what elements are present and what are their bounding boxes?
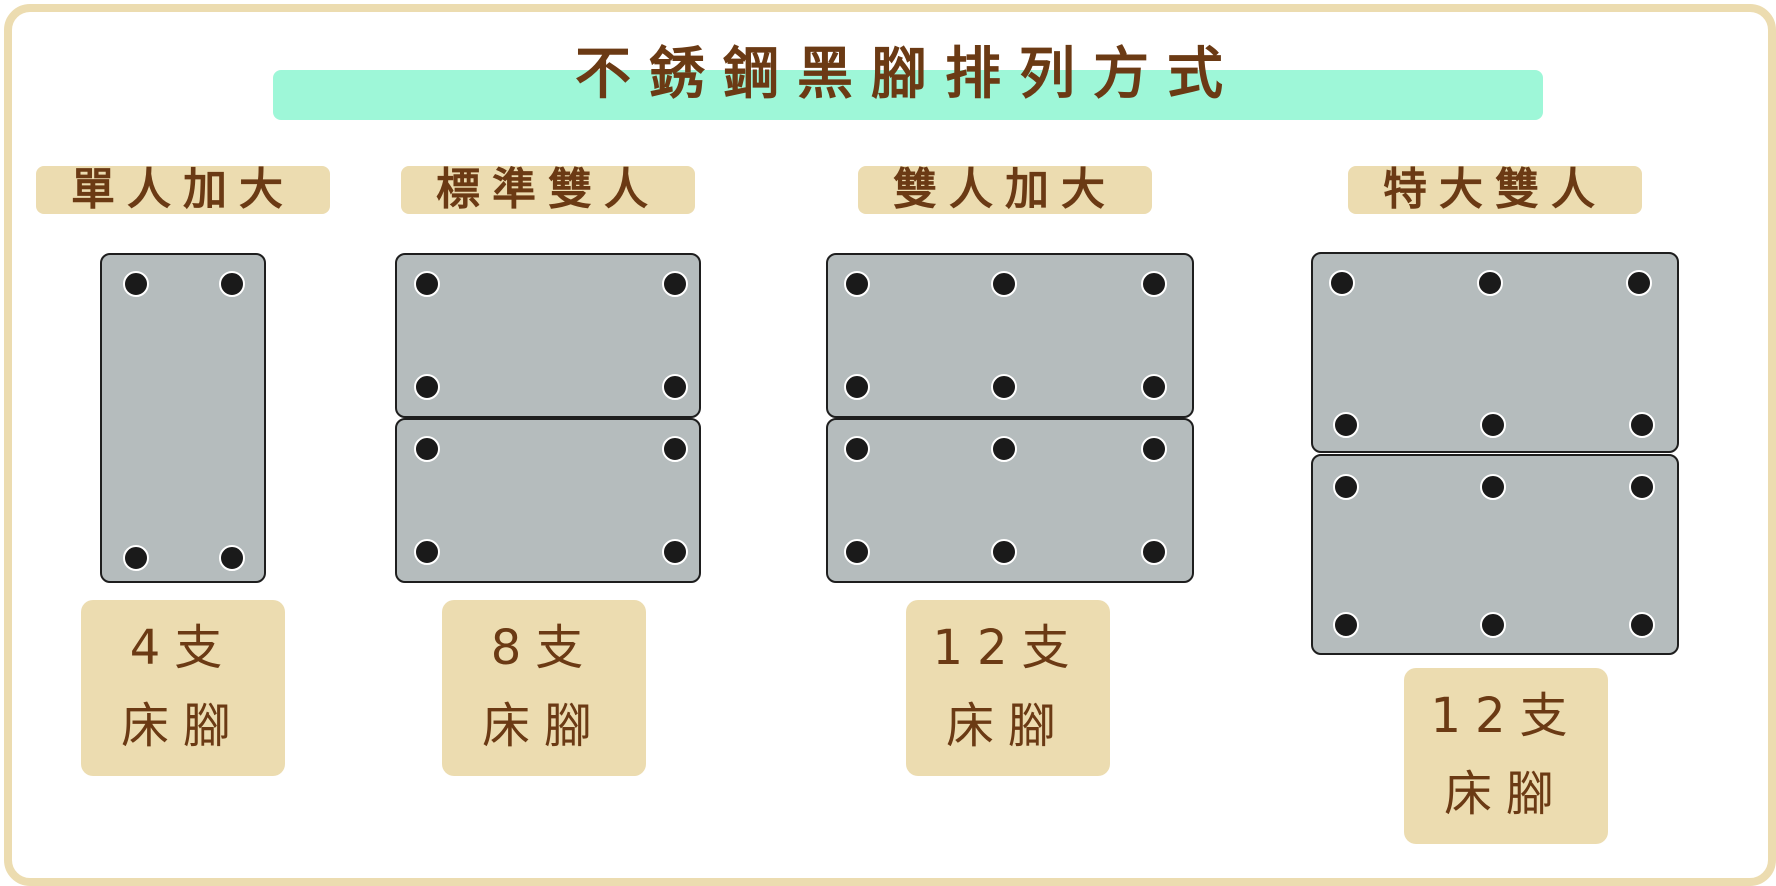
leg-dot xyxy=(414,271,440,297)
bed-base-panel-top xyxy=(395,253,701,418)
leg-dot xyxy=(123,545,149,571)
leg-dot xyxy=(219,545,245,571)
leg-count-king: 12支 床腳 xyxy=(1404,668,1608,844)
leg-dot xyxy=(662,374,688,400)
leg-dot xyxy=(1477,270,1503,296)
leg-dot xyxy=(1141,436,1167,462)
bed-base-panel xyxy=(100,253,266,583)
leg-count-unit: 床腳 xyxy=(945,698,1070,754)
leg-count-standard-double: 8支 床腳 xyxy=(442,600,646,776)
leg-dot xyxy=(1141,539,1167,565)
title-highlight xyxy=(273,70,1543,120)
leg-dot xyxy=(991,374,1017,400)
leg-dot xyxy=(1629,412,1655,438)
leg-count-unit: 床腳 xyxy=(120,698,245,754)
leg-dot xyxy=(844,374,870,400)
leg-dot xyxy=(662,436,688,462)
page-title: 不銹鋼黑腳排列方式 xyxy=(575,42,1241,107)
leg-count-number: 12支 xyxy=(1430,688,1582,744)
leg-dot xyxy=(1333,474,1359,500)
leg-count-number: 4支 xyxy=(129,620,237,676)
leg-dot xyxy=(1629,612,1655,638)
leg-dot xyxy=(844,436,870,462)
bed-label-single-large: 單人加大 xyxy=(36,166,330,214)
bed-label-double-large: 雙人加大 xyxy=(858,166,1152,214)
leg-count-unit: 床腳 xyxy=(481,698,606,754)
leg-dot xyxy=(844,271,870,297)
leg-dot xyxy=(1333,412,1359,438)
leg-dot xyxy=(1480,474,1506,500)
leg-dot xyxy=(1480,412,1506,438)
leg-count-double-large: 12支 床腳 xyxy=(906,600,1110,776)
leg-dot xyxy=(414,374,440,400)
leg-dot xyxy=(1329,270,1355,296)
leg-dot xyxy=(1480,612,1506,638)
leg-dot xyxy=(844,539,870,565)
leg-dot xyxy=(991,539,1017,565)
bed-label-king: 特大雙人 xyxy=(1348,166,1642,214)
leg-dot xyxy=(1333,612,1359,638)
leg-dot xyxy=(1141,271,1167,297)
leg-dot xyxy=(123,271,149,297)
leg-dot xyxy=(991,271,1017,297)
leg-dot xyxy=(219,271,245,297)
leg-dot xyxy=(991,436,1017,462)
leg-dot xyxy=(662,271,688,297)
leg-count-number: 8支 xyxy=(490,620,598,676)
leg-dot xyxy=(1629,474,1655,500)
leg-count-unit: 床腳 xyxy=(1443,766,1568,822)
leg-count-single-large: 4支 床腳 xyxy=(81,600,285,776)
leg-dot xyxy=(662,539,688,565)
leg-dot xyxy=(414,539,440,565)
leg-dot xyxy=(414,436,440,462)
bed-label-standard-double: 標準雙人 xyxy=(401,166,695,214)
bed-base-panel-bottom xyxy=(395,418,701,583)
leg-dot xyxy=(1626,270,1652,296)
leg-count-number: 12支 xyxy=(932,620,1084,676)
leg-dot xyxy=(1141,374,1167,400)
